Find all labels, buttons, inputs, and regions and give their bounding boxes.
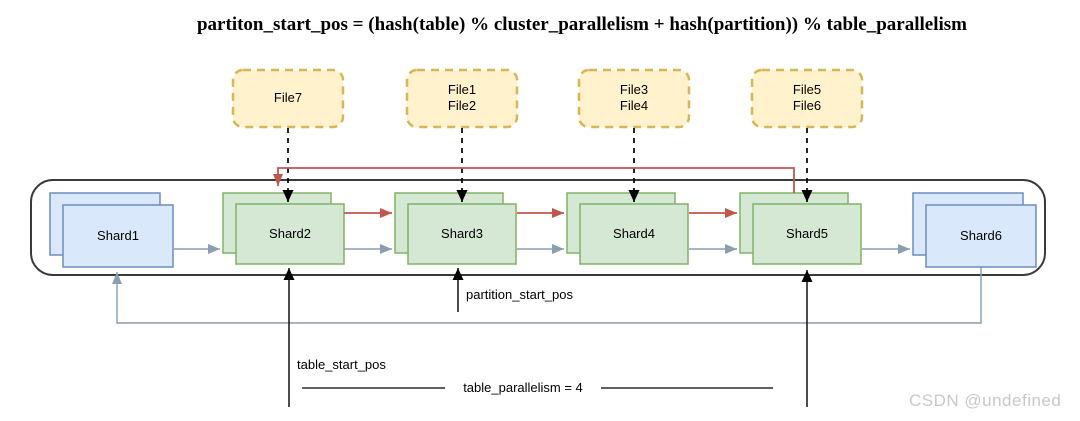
shard-5-front-box bbox=[752, 203, 862, 265]
wraparound-line-shard6-to-shard1 bbox=[112, 267, 982, 324]
file-line: File5 bbox=[792, 82, 822, 97]
table-parallelism-label: table_parallelism = 4 bbox=[463, 380, 583, 395]
shard-4-label: Shard4 bbox=[613, 226, 655, 241]
shard-4-front-box bbox=[579, 203, 689, 265]
shard-5-label: Shard5 bbox=[786, 226, 828, 241]
csdn-watermark: CSDN @undefined bbox=[909, 391, 1062, 410]
file-line: File7 bbox=[273, 90, 303, 105]
partition-start-pos-label: partition_start_pos bbox=[466, 287, 573, 302]
shard-3-front-box bbox=[407, 203, 517, 265]
shard-2-stack bbox=[222, 192, 345, 265]
file-line: File1 bbox=[447, 82, 477, 97]
cluster-container-box bbox=[30, 179, 1046, 276]
shard-1-label: Shard1 bbox=[97, 228, 139, 243]
file-line: File3 bbox=[619, 82, 649, 97]
red-loopback-arrow-shard5-to-shard2 bbox=[273, 167, 795, 193]
shard-4-stack bbox=[566, 192, 689, 265]
file-line: File2 bbox=[447, 98, 477, 113]
diagram-title: partiton_start_pos = (hash(table) % clus… bbox=[196, 14, 968, 35]
shard-6-front-box bbox=[925, 204, 1037, 268]
shard-6-label: Shard6 bbox=[960, 228, 1002, 243]
shard-5-stack bbox=[739, 192, 862, 265]
file-group-1-box bbox=[231, 68, 345, 129]
shard-1-stack bbox=[49, 192, 174, 268]
file-group-4-box bbox=[750, 68, 864, 129]
file-group-1-label: File7 bbox=[274, 90, 302, 106]
shard-6-stack bbox=[912, 192, 1037, 268]
table-start-pos-label: table_start_pos bbox=[297, 357, 386, 372]
file-group-3-box bbox=[577, 68, 691, 129]
shard-3-label: Shard3 bbox=[441, 226, 483, 241]
file-group-2-box bbox=[405, 68, 519, 129]
file-line: File6 bbox=[792, 98, 822, 113]
file-line: File4 bbox=[619, 98, 649, 113]
shard-2-label: Shard2 bbox=[269, 226, 311, 241]
shard-1-front-box bbox=[62, 204, 174, 268]
shard-3-stack bbox=[394, 192, 517, 265]
shard-2-front-box bbox=[235, 203, 345, 265]
